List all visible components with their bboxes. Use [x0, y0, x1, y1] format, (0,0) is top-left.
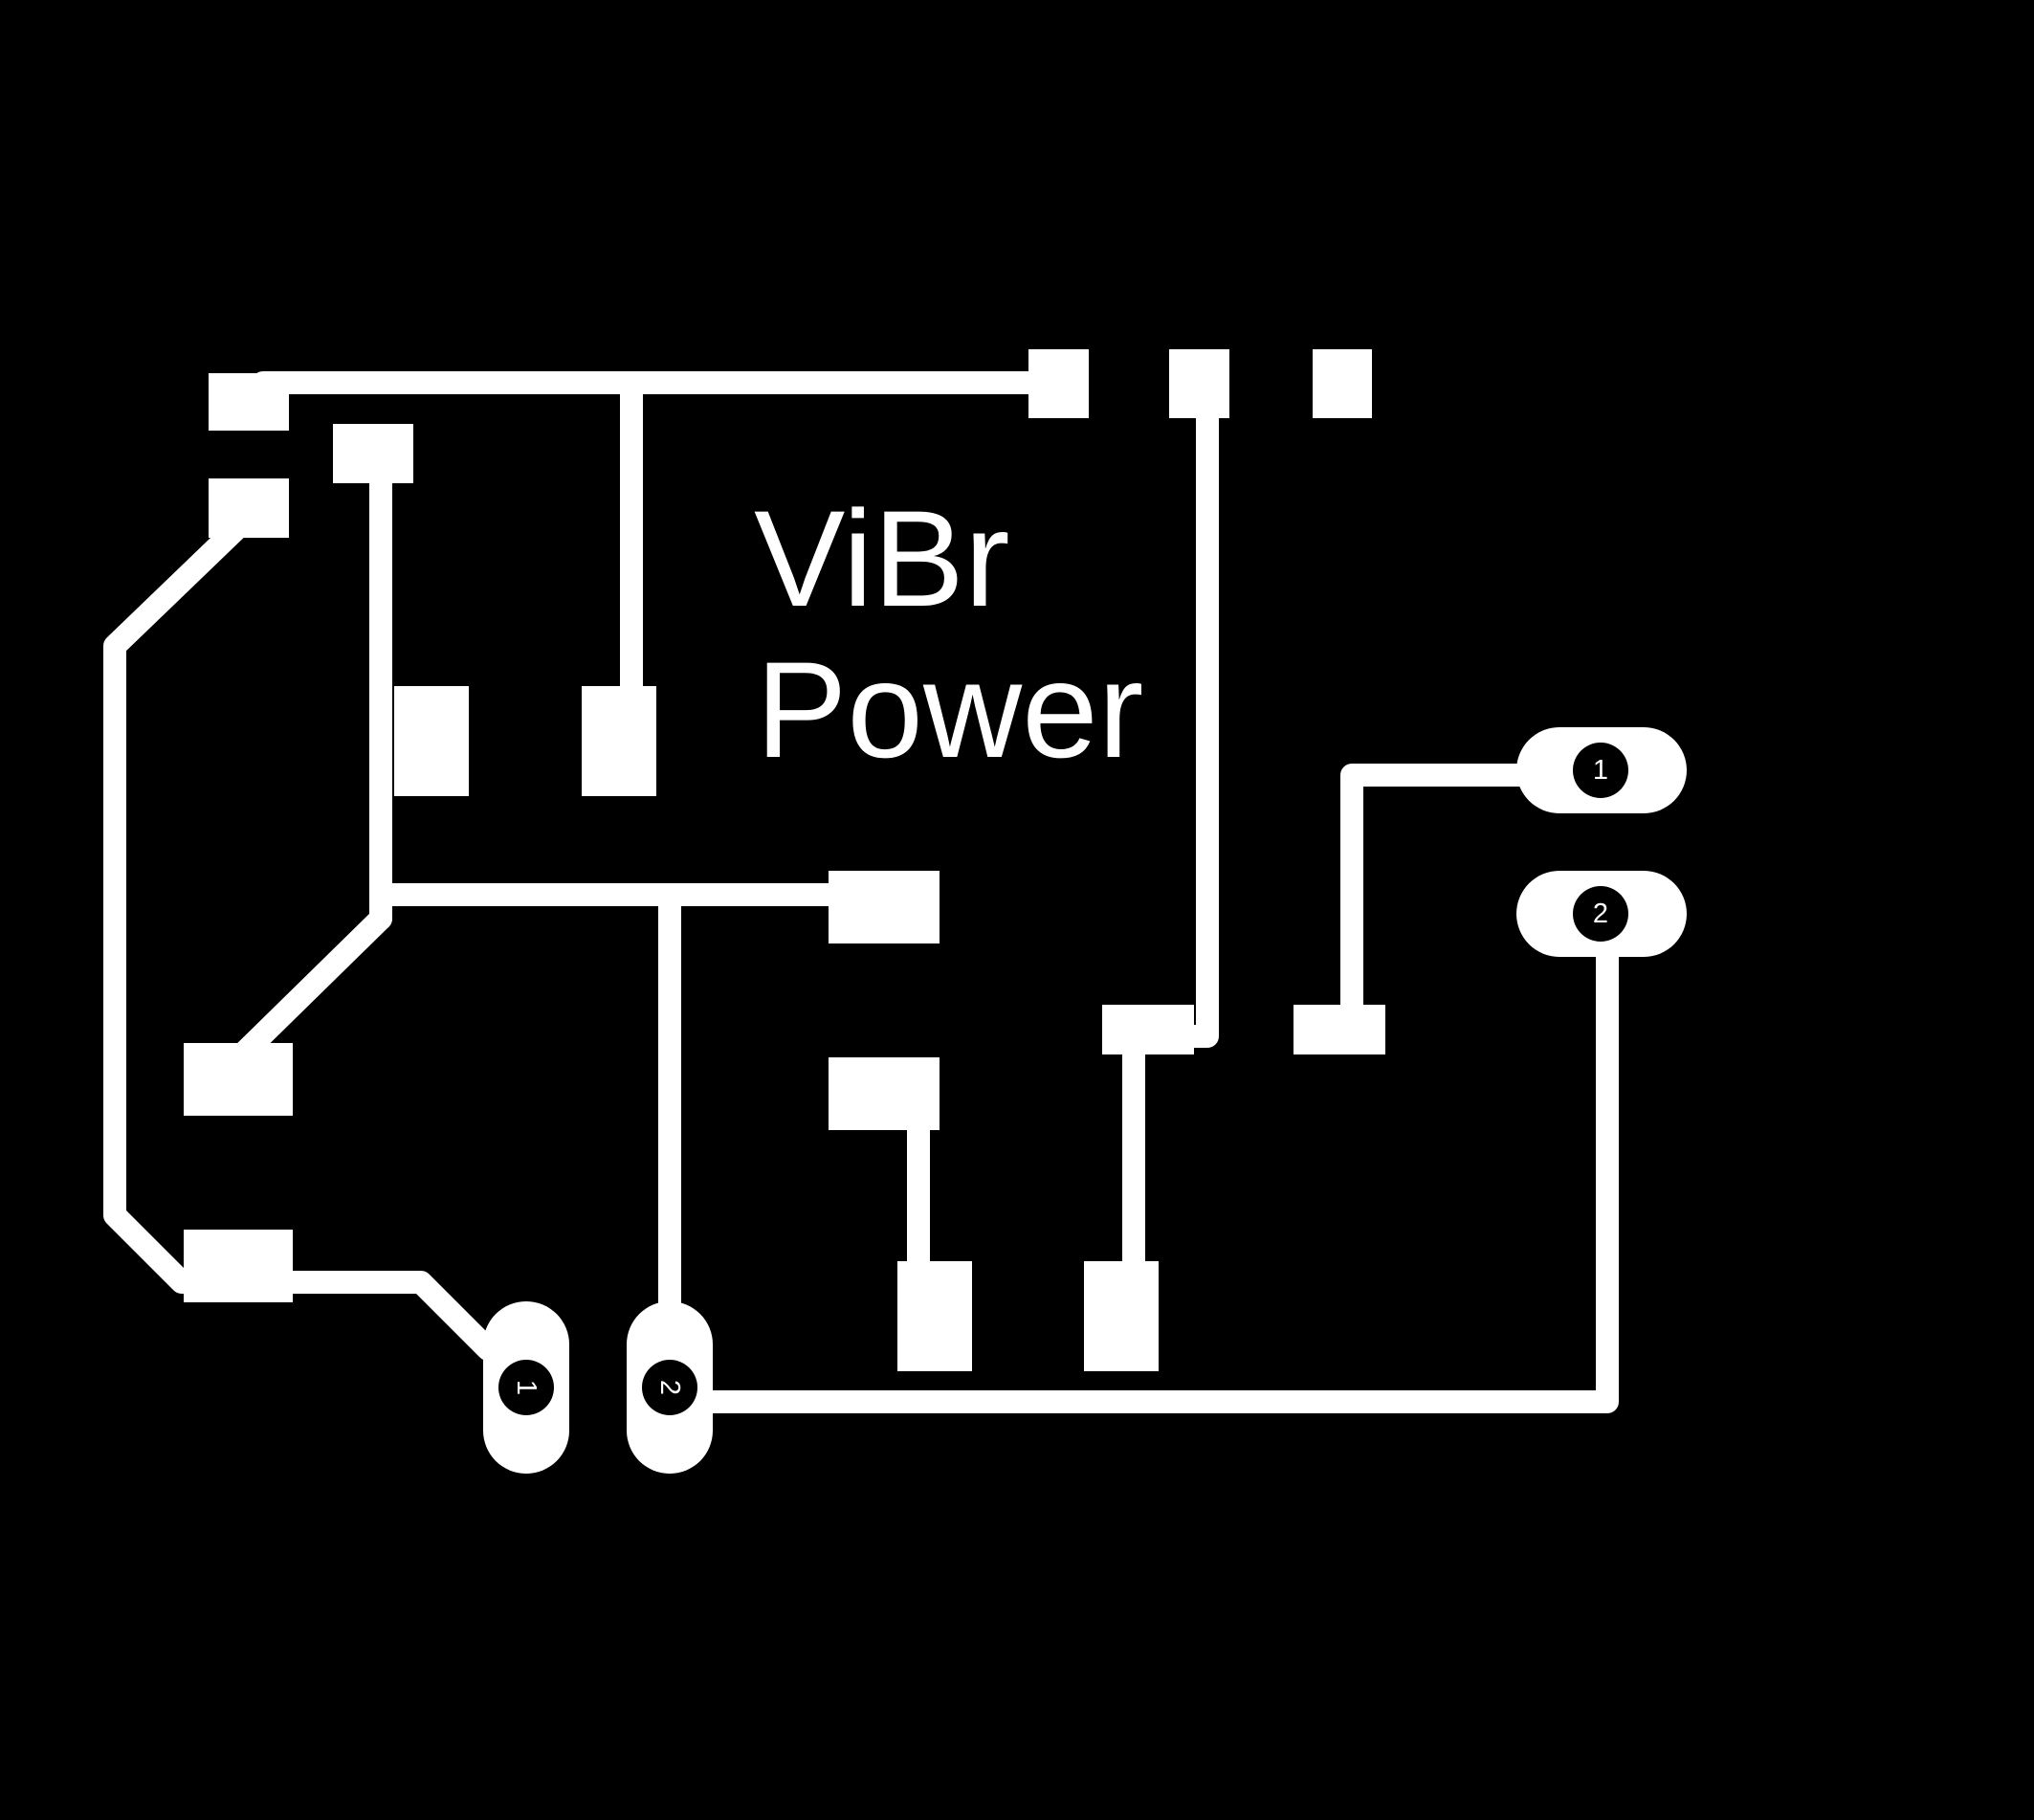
board-label-line1: ViBr: [754, 483, 1010, 635]
trace-bottom-return: [687, 926, 1619, 1413]
pad: [209, 478, 289, 538]
pad: [1169, 349, 1229, 418]
connector-right-pin1-hole: [1573, 743, 1628, 798]
pad: [897, 1261, 972, 1371]
connector-bottom-pin2-label: 2: [654, 1380, 685, 1395]
traces: [103, 371, 1619, 1413]
connector-right: 1 2: [1516, 727, 1687, 957]
board-label-line2: Power: [756, 634, 1143, 787]
connector-bottom-pin1-label: 1: [511, 1380, 542, 1395]
smd-pads: [184, 349, 1385, 1371]
pad: [1084, 1261, 1159, 1371]
pad: [333, 424, 413, 483]
trace-center-diagonal: [223, 907, 392, 1074]
pad: [394, 686, 469, 796]
pad: [1313, 349, 1372, 418]
pad: [829, 871, 940, 943]
pad: [1102, 1005, 1194, 1054]
trace-connector1-route: [1340, 764, 1542, 1035]
pad: [209, 373, 289, 431]
connector-bottom-pin2-hole: [642, 1360, 697, 1415]
pad: [829, 1057, 940, 1130]
connector-bottom: 1 2: [483, 1301, 713, 1474]
pad: [1293, 1005, 1385, 1054]
connector-bottom-pin1-hole: [498, 1360, 554, 1415]
pad: [1028, 349, 1089, 418]
connector-right-pin1-label: 1: [1593, 755, 1608, 786]
pad: [582, 686, 656, 796]
pad: [184, 1043, 293, 1116]
connector-right-pin2-label: 2: [1593, 899, 1608, 929]
trace-left-loop: [103, 510, 499, 1361]
pad: [184, 1230, 293, 1302]
connector-right-pin2-hole: [1573, 886, 1628, 942]
